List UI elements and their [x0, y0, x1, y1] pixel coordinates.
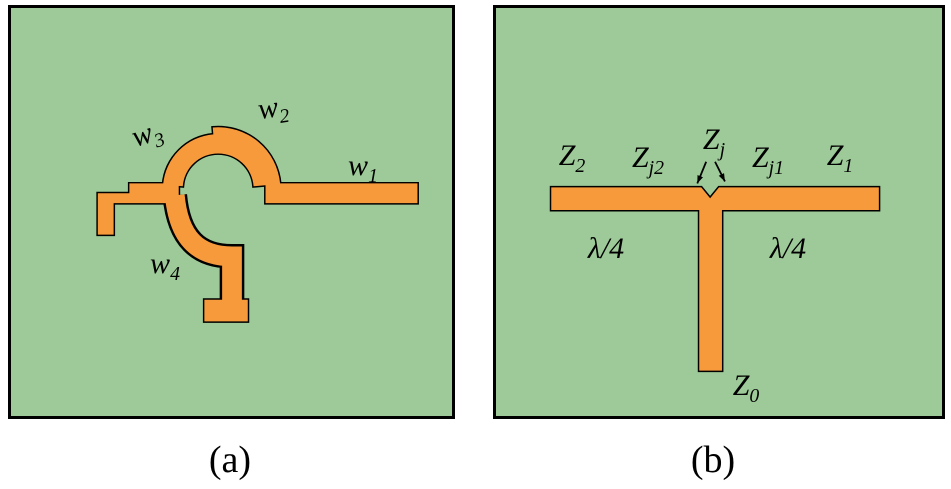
label-w1: w1 — [348, 149, 378, 187]
caption-panel-a: (a) — [208, 439, 252, 481]
label-w2: w2 — [255, 90, 292, 128]
w1-feed-line — [265, 183, 418, 204]
label-lambda-quarter-right: λ/4 — [769, 232, 807, 265]
caption-panel-b: (b) — [690, 439, 736, 481]
zj-arrows — [696, 161, 726, 184]
zj-arrow-right — [714, 161, 726, 182]
label-z2: Z2 — [558, 139, 586, 177]
panel-a-substrate — [11, 8, 452, 416]
label-z0: Z0 — [732, 369, 760, 407]
label-lambda-quarter-left: λ/4 — [587, 232, 625, 265]
panel-b: Z2 Zj2 Zj Zj1 Z1 λ/4 λ/4 Z0 — [493, 5, 945, 419]
label-w4: w4 — [150, 247, 180, 285]
panel-b-figure — [496, 8, 942, 416]
panel-a-figure — [11, 8, 452, 416]
label-zj2: Zj2 — [631, 141, 665, 179]
panel-a: w3 w2 w1 w4 — [8, 5, 455, 419]
label-zj: Zj — [702, 123, 726, 161]
label-z1: Z1 — [826, 139, 854, 177]
feed-stem — [699, 203, 722, 371]
label-zj1: Zj1 — [751, 141, 785, 179]
zj-arrow-left — [696, 161, 707, 184]
